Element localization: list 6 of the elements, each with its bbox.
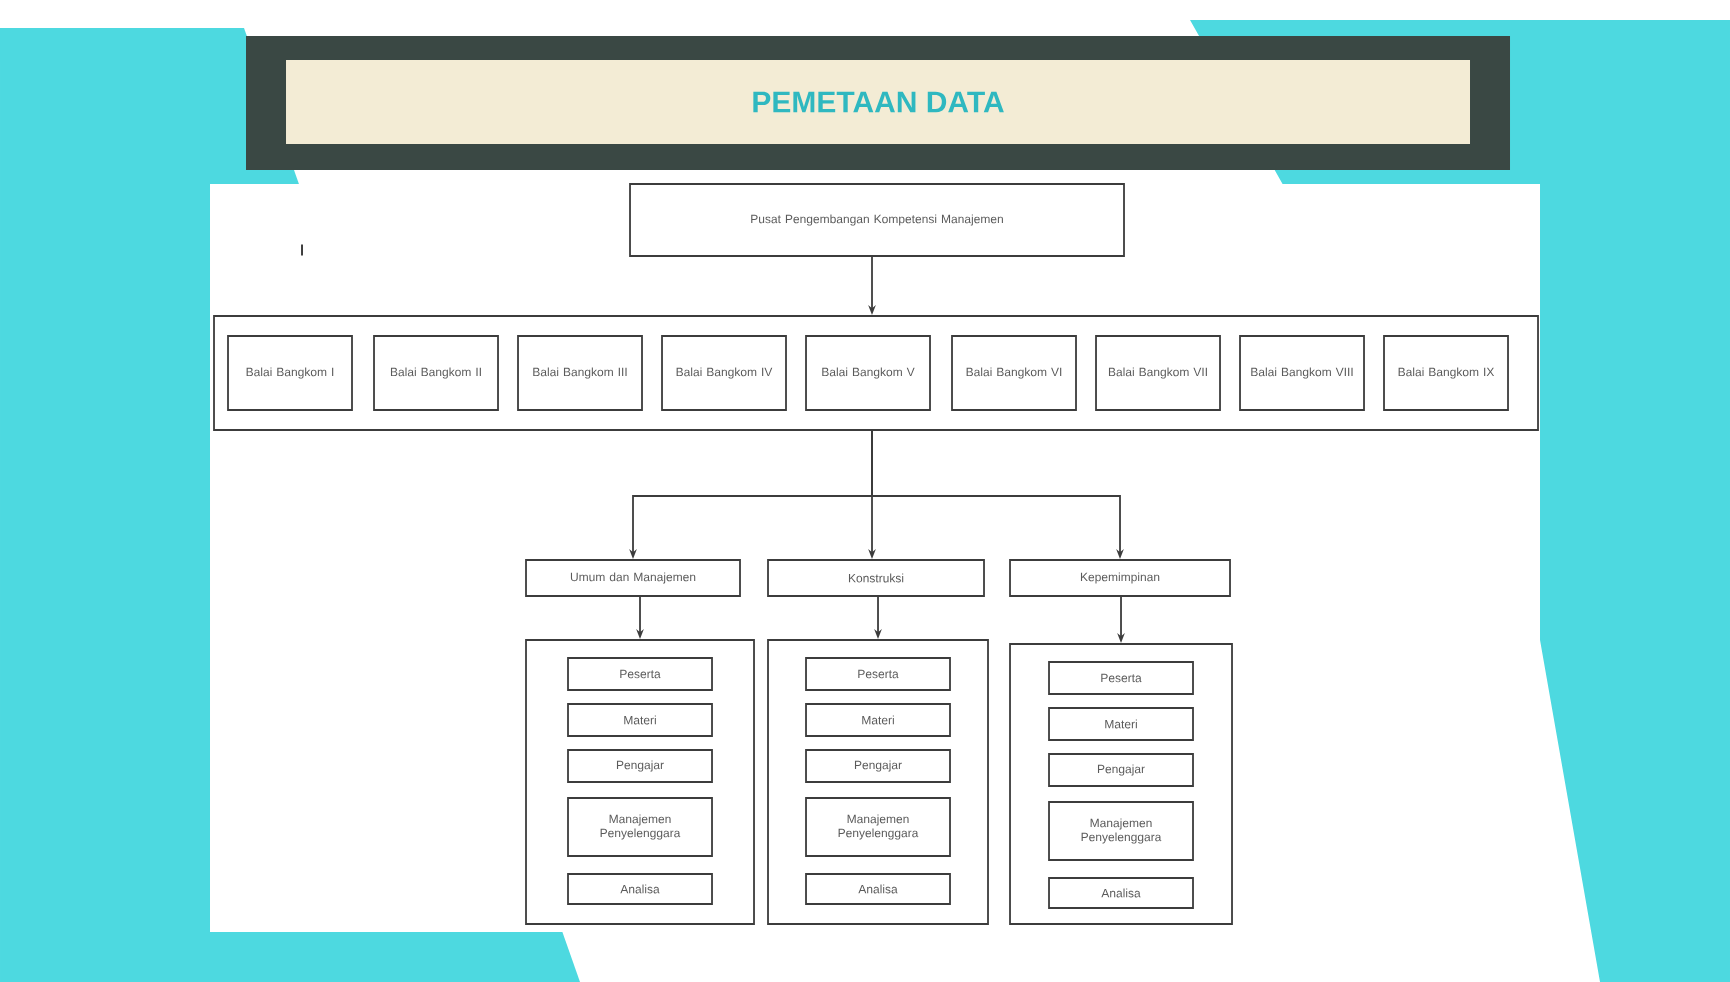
title-banner: PEMETAAN DATA — [246, 36, 1510, 170]
group-box — [213, 315, 1539, 431]
group-box — [1009, 643, 1233, 925]
group-box — [525, 639, 755, 925]
group-box — [767, 639, 989, 925]
note-text: I — [301, 244, 303, 256]
